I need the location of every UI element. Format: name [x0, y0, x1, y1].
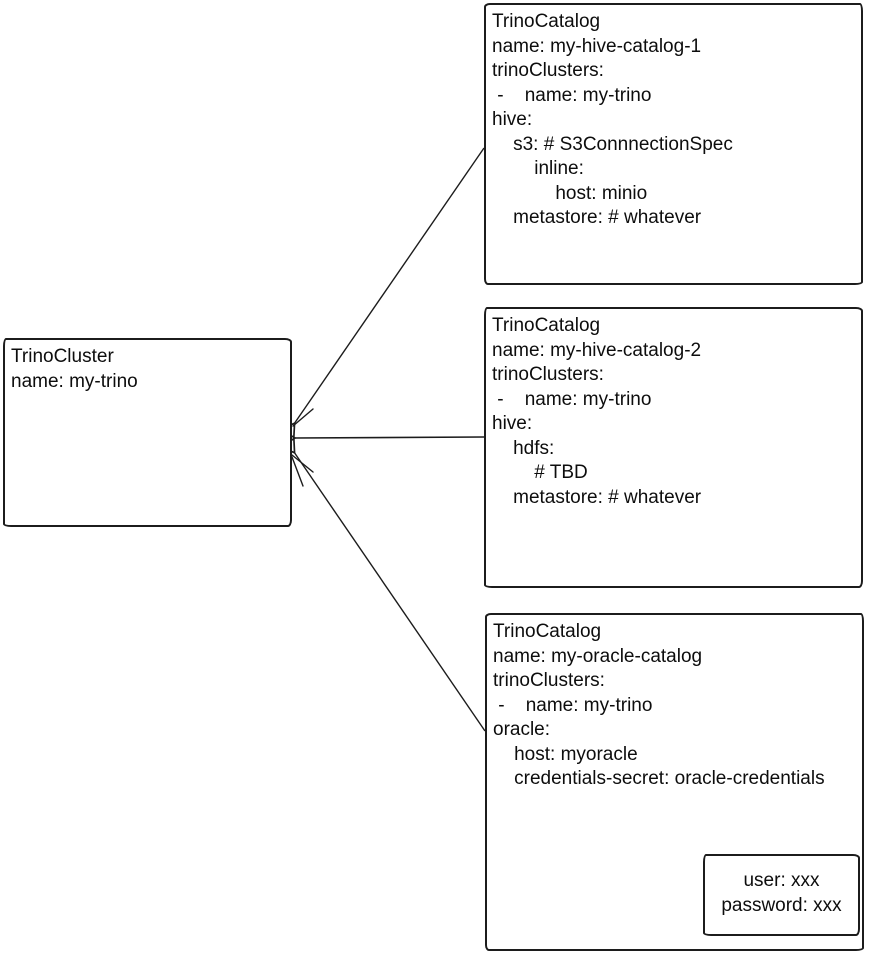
trino-catalog-box-hive-2: TrinoCatalog name: my-hive-catalog-2 tri…: [484, 307, 863, 588]
sketch-barb: [291, 454, 314, 473]
catalog-1-yaml-text: TrinoCatalog name: my-hive-catalog-1 tri…: [486, 5, 861, 231]
yaml-line: name: my-hive-catalog-2: [492, 339, 702, 361]
trino-catalog-box-hive-1: TrinoCatalog name: my-hive-catalog-1 tri…: [484, 3, 863, 285]
yaml-line: inline:: [492, 158, 584, 179]
yaml-line: host: minio: [492, 182, 648, 204]
yaml-line: TrinoCatalog: [492, 315, 601, 336]
yaml-line: TrinoCatalog: [492, 11, 601, 32]
yaml-line: oracle:: [493, 719, 551, 740]
yaml-line: - name: my-trino: [492, 388, 652, 410]
yaml-line: # TBD: [492, 462, 588, 483]
sketch-barb: [291, 456, 304, 487]
yaml-line: s3: # S3ConnnectionSpec: [492, 133, 733, 155]
yaml-line: TrinoCatalog: [493, 621, 602, 642]
connector-catalog2-to-cluster: [281, 429, 485, 447]
yaml-line: name: my-oracle-catalog: [493, 645, 703, 667]
yaml-line: name: my-hive-catalog-1: [492, 35, 702, 57]
connector-catalog1-to-cluster: [279, 147, 485, 440]
yaml-line: credentials-secret: oracle-credentials: [493, 768, 825, 789]
yaml-line: hdfs:: [492, 437, 555, 459]
yaml-line: hive:: [492, 109, 533, 130]
yaml-line: metastore: # whatever: [492, 207, 702, 228]
yaml-line: hive:: [492, 413, 533, 434]
yaml-line: trinoClusters:: [492, 364, 604, 385]
secret-user-label: user: xxx: [743, 870, 820, 891]
oracle-credentials-secret-box: user: xxx password: xxx: [703, 854, 860, 936]
cluster-name-label: name: my-trino: [11, 370, 138, 392]
trino-cluster-text: TrinoCluster name: my-trino: [5, 340, 290, 394]
catalog-3-yaml-text: TrinoCatalog name: my-oracle-catalog tri…: [487, 615, 862, 792]
connector-catalog3-to-cluster: [279, 436, 486, 732]
yaml-line: trinoClusters:: [492, 60, 604, 81]
trino-cluster-box: TrinoCluster name: my-trino: [3, 338, 292, 527]
secret-password-label: password: xxx: [721, 894, 842, 916]
secret-box-text: user: xxx password: xxx: [705, 856, 858, 918]
yaml-line: metastore: # whatever: [492, 486, 702, 508]
yaml-line: - name: my-trino: [492, 84, 652, 106]
yaml-line: trinoClusters:: [493, 670, 605, 691]
sketch-barb: [292, 408, 314, 427]
cluster-kind-label: TrinoCluster: [11, 346, 114, 367]
yaml-line: - name: my-trino: [493, 694, 653, 716]
yaml-line: host: myoracle: [493, 743, 638, 765]
catalog-2-yaml-text: TrinoCatalog name: my-hive-catalog-2 tri…: [486, 309, 861, 510]
